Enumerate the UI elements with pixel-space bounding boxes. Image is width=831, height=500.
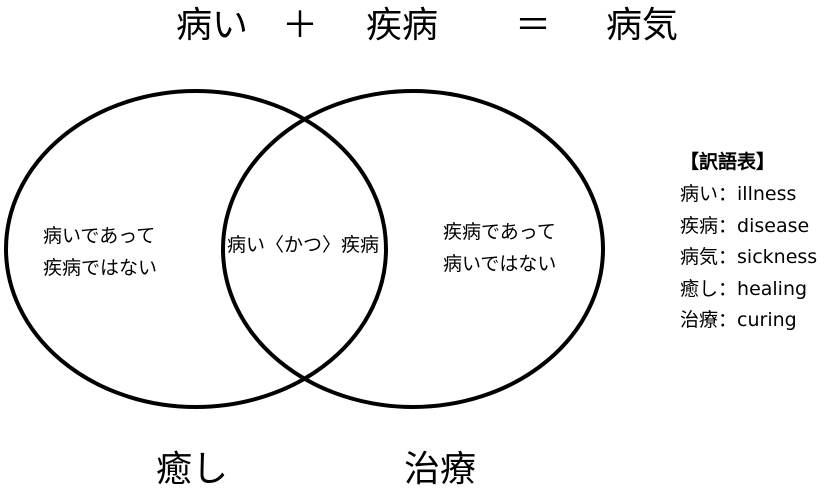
legend-term: 病い [680,183,719,205]
legend-separator: ： [718,214,738,237]
legend-separator: ： [718,246,738,268]
legend-separator: ： [718,309,738,331]
legend-term: 病気 [680,246,719,268]
right-circle-label-curing: 治療 [404,449,477,490]
title-equals-sign: ＝ [515,5,552,46]
legend-translation: curing [737,309,797,331]
legend-translation: disease [737,214,810,237]
legend-translation: sickness [737,246,818,268]
legend-row: 病い：illness [680,179,817,211]
legend-row: 病気：sickness [680,242,817,274]
title-term-sickness: 病気 [606,5,679,46]
title-plus-sign: ＋ [282,5,319,46]
intersection-region-text: 病い〈かつ〉疾病 [227,234,380,256]
right-circle-disease [221,89,605,409]
left-circle-label-healing: 癒し [156,449,229,490]
legend-title: 【訳語表】 [680,151,776,173]
legend-term: 癒し [680,277,719,300]
left-only-line-2: 疾病ではない [43,257,158,279]
left-circle-illness [4,89,388,409]
left-only-line-1: 病いであって [43,225,156,247]
legend-row: 治療：curing [680,305,817,337]
translation-legend: 【訳語表】 病い：illness 疾病：disease 病気：sickness … [680,145,817,337]
left-only-region-text: 病いであって 疾病ではない [43,220,157,284]
legend-row: 疾病：disease [680,211,817,243]
title-term-disease: 疾病 [366,5,439,46]
title-term-illness: 病い [176,5,249,46]
right-only-line-1: 疾病であって [443,221,556,243]
legend-term: 疾病 [680,214,719,237]
legend-translation: healing [737,277,808,300]
legend-term: 治療 [680,309,719,331]
legend-separator: ： [718,277,738,300]
right-only-region-text: 疾病であって 病いではない [443,216,556,280]
legend-translation: illness [737,183,797,205]
legend-separator: ： [718,183,738,205]
legend-row: 癒し：healing [680,274,817,306]
right-only-line-2: 病いではない [443,253,557,275]
